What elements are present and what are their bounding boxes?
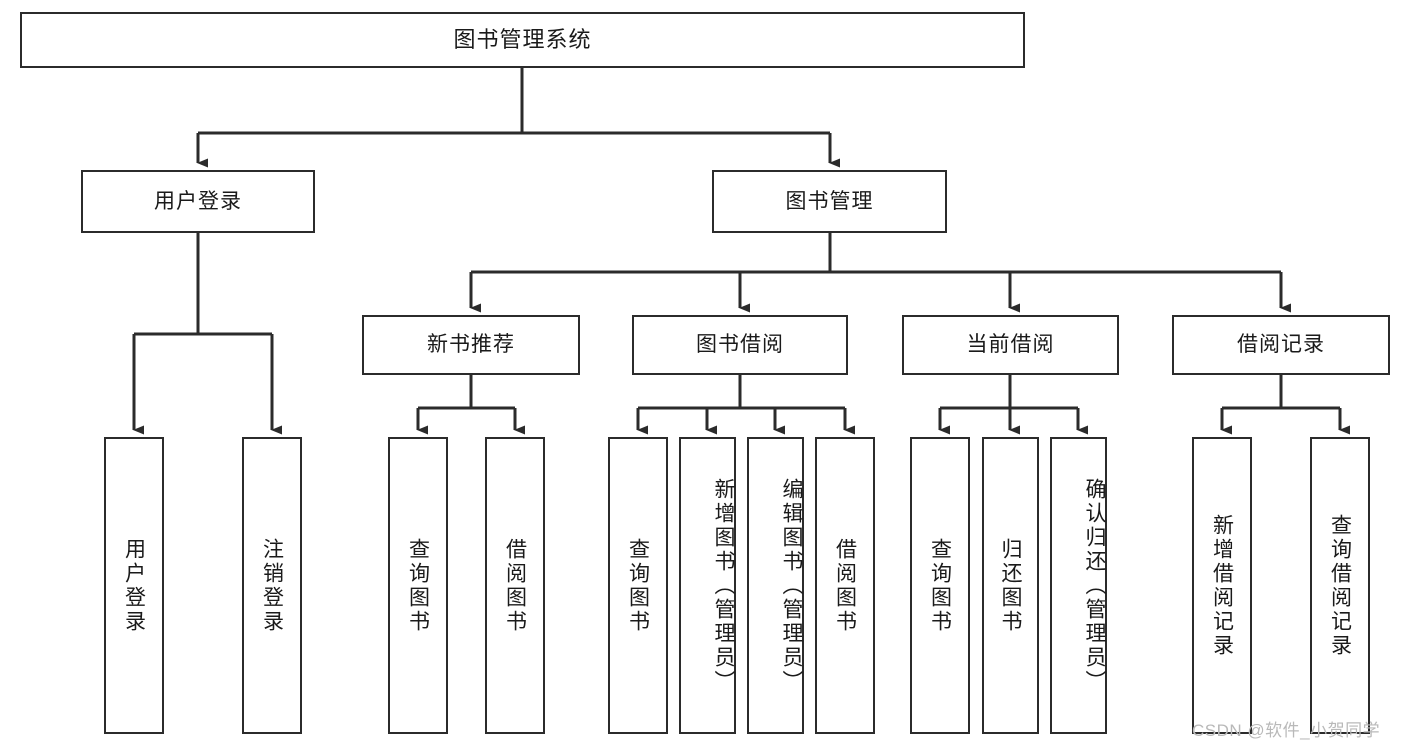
node-leaf-query-book-1-label: 查询图书 xyxy=(406,537,430,634)
node-leaf-borrow-book-1[interactable]: 借阅图书 xyxy=(485,437,545,734)
csdn-watermark: CSDN @软件_小贺同学 xyxy=(1192,721,1381,740)
node-borrow-records-label: 借阅记录 xyxy=(1237,333,1325,357)
node-new-book-recommend-label: 新书推荐 xyxy=(427,333,515,357)
node-leaf-query-record-label: 查询借阅记录 xyxy=(1328,513,1352,658)
node-leaf-query-book-3-label: 查询图书 xyxy=(928,537,952,634)
node-book-borrow-label: 图书借阅 xyxy=(696,333,784,357)
node-book-management-label: 图书管理 xyxy=(785,189,874,213)
node-root-label: 图书管理系统 xyxy=(453,26,592,52)
node-root[interactable]: 图书管理系统 xyxy=(20,12,1025,68)
node-new-book-recommend[interactable]: 新书推荐 xyxy=(362,315,580,375)
node-leaf-query-book-1[interactable]: 查询图书 xyxy=(388,437,448,734)
node-leaf-user-login-label: 用户登录 xyxy=(122,537,146,634)
node-current-borrow-label: 当前借阅 xyxy=(966,333,1055,357)
node-leaf-return-book[interactable]: 归还图书 xyxy=(982,437,1039,734)
node-leaf-add-record[interactable]: 新增借阅记录 xyxy=(1192,437,1252,734)
node-leaf-edit-book[interactable]: 编辑图书（管理员） xyxy=(747,437,804,734)
node-book-borrow[interactable]: 图书借阅 xyxy=(632,315,848,375)
node-user-login[interactable]: 用户登录 xyxy=(81,170,315,233)
node-leaf-logout-label: 注销登录 xyxy=(260,537,284,634)
node-leaf-add-record-label: 新增借阅记录 xyxy=(1210,513,1234,658)
node-leaf-add-book-label: 新增图书（管理员） xyxy=(712,477,735,694)
node-leaf-confirm-return-label: 确认归还（管理员） xyxy=(1083,477,1106,694)
node-leaf-confirm-return[interactable]: 确认归还（管理员） xyxy=(1050,437,1107,734)
node-leaf-query-record[interactable]: 查询借阅记录 xyxy=(1310,437,1370,734)
node-leaf-user-login[interactable]: 用户登录 xyxy=(104,437,164,734)
node-leaf-edit-book-label: 编辑图书（管理员） xyxy=(780,477,803,694)
node-leaf-query-book-3[interactable]: 查询图书 xyxy=(910,437,970,734)
node-leaf-query-book-2-label: 查询图书 xyxy=(626,537,650,634)
node-leaf-add-book[interactable]: 新增图书（管理员） xyxy=(679,437,736,734)
node-user-login-label: 用户登录 xyxy=(154,189,242,213)
node-leaf-borrow-book-1-label: 借阅图书 xyxy=(503,537,527,634)
node-leaf-query-book-2[interactable]: 查询图书 xyxy=(608,437,668,734)
node-leaf-borrow-book-2[interactable]: 借阅图书 xyxy=(815,437,875,734)
node-leaf-logout[interactable]: 注销登录 xyxy=(242,437,302,734)
node-leaf-return-book-label: 归还图书 xyxy=(999,537,1022,634)
node-book-management[interactable]: 图书管理 xyxy=(712,170,947,233)
node-current-borrow[interactable]: 当前借阅 xyxy=(902,315,1119,375)
node-borrow-records[interactable]: 借阅记录 xyxy=(1172,315,1390,375)
node-leaf-borrow-book-2-label: 借阅图书 xyxy=(833,537,857,634)
